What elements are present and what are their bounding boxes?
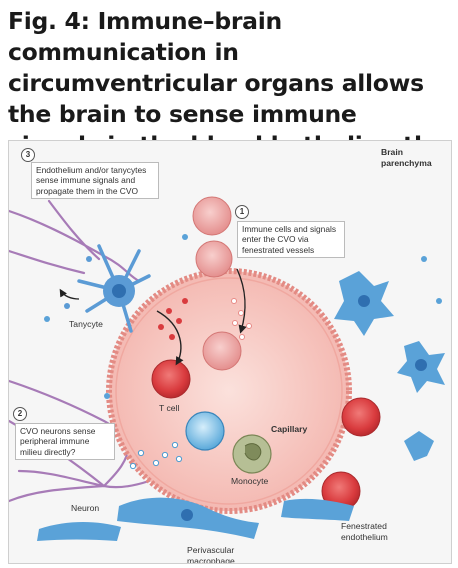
brain-parenchyma-label: Brain parenchyma bbox=[381, 147, 432, 168]
neuron-label: Neuron bbox=[71, 503, 100, 513]
perivascular-macrophages bbox=[37, 271, 445, 541]
tanycyte-cell bbox=[59, 244, 151, 333]
perivascular-macrophage-label: Perivascular macrophage bbox=[187, 545, 235, 564]
step3-text: Endothelium and/or tanycytes sense immun… bbox=[31, 162, 159, 200]
diagram-panel: Brain parenchyma 3 Endothelium and/or ta… bbox=[8, 140, 452, 564]
immune-signal-dots bbox=[231, 298, 252, 340]
diagram-canvas bbox=[9, 196, 445, 541]
red-cell-right-1 bbox=[341, 397, 381, 437]
step1-text: Immune cells and signals enter the CVO v… bbox=[237, 221, 345, 259]
capillary bbox=[106, 268, 352, 514]
step3-number: 3 bbox=[21, 148, 35, 162]
step2-number: 2 bbox=[13, 407, 27, 421]
immune-cell-inside bbox=[202, 331, 242, 371]
tanycyte-label: Tanycyte bbox=[69, 319, 103, 329]
t-cell bbox=[151, 359, 191, 399]
capillary-label: Capillary bbox=[271, 424, 308, 434]
leukocyte-cell bbox=[185, 411, 225, 451]
t-cell-label: T cell bbox=[159, 403, 180, 413]
step2-text: CVO neurons sense peripheral immune mili… bbox=[15, 423, 115, 461]
immune-cell-top bbox=[192, 196, 232, 236]
fenestrated-endothelium-label: Fenestrated endothelium bbox=[341, 521, 388, 542]
step1-number: 1 bbox=[235, 205, 249, 219]
immune-cell-entering bbox=[195, 240, 233, 278]
monocyte-label: Monocyte bbox=[231, 476, 269, 486]
